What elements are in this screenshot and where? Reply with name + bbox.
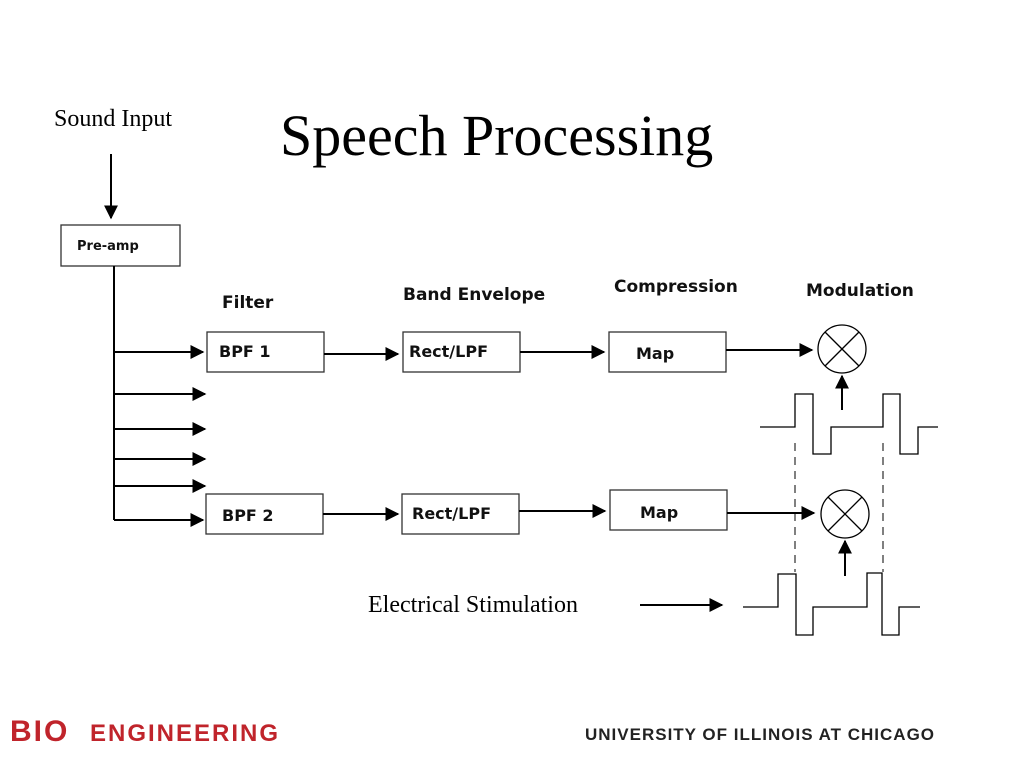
bio-text: BIO [10, 715, 69, 748]
compression-header: Compression [614, 277, 738, 297]
slide-title: Speech Processing [280, 103, 713, 168]
rect-lpf-label: Rect/LPF [412, 504, 491, 523]
university-name: UNIVERSITY OF ILLINOIS AT CHICAGO [585, 725, 935, 744]
rect-lpf-box [401, 493, 520, 535]
preamp-box [60, 224, 181, 267]
multiplier-icon [820, 489, 870, 539]
footer-bioengineering-logo: BIO ENGINEERING [10, 715, 280, 748]
filter-header: Filter [222, 293, 274, 313]
channel-2: BPF 2 Rect/LPF Map [205, 489, 870, 576]
bpf-label: BPF 2 [222, 506, 274, 525]
electrical-stimulation-label: Electrical Stimulation [368, 592, 578, 618]
modulation-header: Modulation [806, 281, 914, 301]
pulse-train-waveform [743, 572, 920, 636]
bpf-label: BPF 1 [219, 342, 271, 361]
bpf-box [206, 331, 325, 373]
pulse-train-waveform [760, 393, 938, 455]
preamp-label: Pre-amp [77, 239, 139, 254]
rect-lpf-label: Rect/LPF [409, 342, 488, 361]
band-envelope-header: Band Envelope [403, 285, 545, 305]
multiplier-icon [817, 324, 867, 374]
map-label: Map [640, 503, 678, 522]
map-box [609, 489, 728, 531]
map-label: Map [636, 344, 674, 363]
rect-lpf-box [402, 331, 521, 373]
sound-input-label: Sound Input [54, 106, 172, 132]
bpf-box [205, 493, 324, 535]
engineering-text: ENGINEERING [90, 720, 280, 747]
channel-1: BPF 1 Rect/LPF Map [206, 324, 867, 410]
map-box [608, 331, 727, 373]
